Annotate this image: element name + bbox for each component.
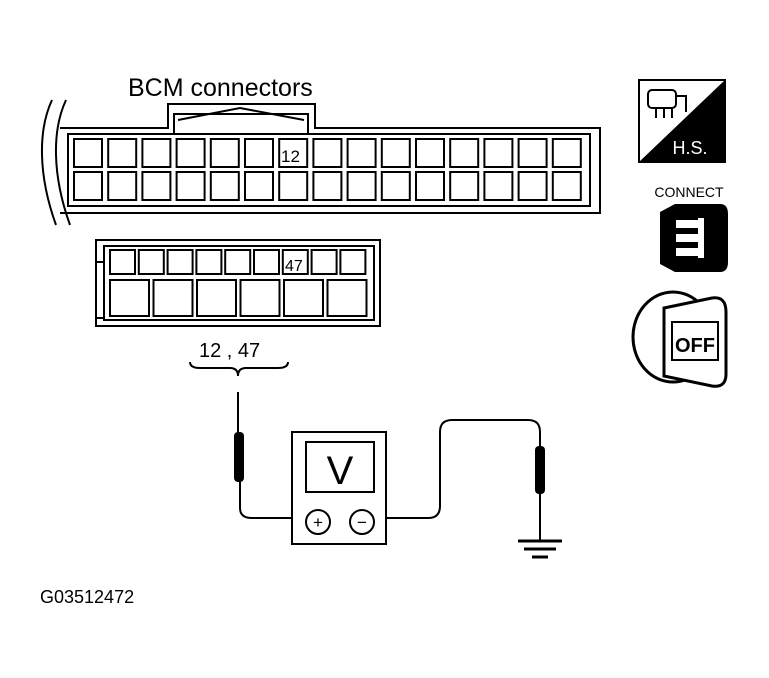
pin-label-47: 47 — [285, 258, 303, 275]
pin-cell — [346, 138, 377, 168]
pin-cell — [137, 249, 165, 275]
harness-side-icon: H.S. — [638, 79, 726, 163]
pin-cell — [73, 138, 103, 168]
minus-terminal-icon — [349, 509, 375, 535]
diagram-title: BCM connectors — [128, 74, 313, 102]
pin-cell — [483, 171, 514, 201]
bcm-connector-lower — [95, 239, 381, 327]
upper-pin-cells — [73, 138, 582, 201]
pin-cell — [175, 171, 206, 201]
pin-cell — [73, 171, 103, 201]
harness-side-label: H.S. — [672, 138, 707, 158]
pin-cell — [152, 279, 194, 317]
pin-cell — [196, 279, 237, 317]
figure-id: G03512472 — [40, 587, 134, 607]
pin-cell — [483, 138, 514, 168]
positive-probe — [234, 392, 300, 519]
pin-cell — [312, 171, 343, 201]
pin-cell — [175, 138, 206, 168]
pin-cell — [209, 171, 240, 201]
ground-icon — [518, 539, 562, 559]
brace — [189, 361, 289, 377]
pin-cell — [283, 279, 324, 317]
pin-cell — [326, 279, 368, 317]
plus-terminal-icon — [305, 509, 331, 535]
pin-cell — [517, 138, 548, 168]
pin-cell — [415, 171, 445, 201]
pin-cell — [380, 171, 411, 201]
probe-pin-callout: 12 , 47 — [199, 340, 260, 362]
pin-cell — [281, 249, 309, 275]
pin-cell — [224, 249, 252, 275]
pin-cell — [551, 138, 582, 168]
ignition-key-off-icon — [631, 290, 728, 388]
pin-cell — [107, 171, 138, 201]
pin-cell — [244, 138, 274, 168]
pin-cell — [346, 171, 377, 201]
pin-cell — [244, 171, 274, 201]
pin-cell — [415, 138, 445, 168]
bcm-connector-upper — [41, 99, 601, 226]
pin-cell — [517, 171, 548, 201]
pin-cell — [239, 279, 281, 317]
pin-cell — [107, 138, 138, 168]
pin-cell — [141, 171, 172, 201]
pin-cell — [278, 138, 309, 168]
pin-cell — [195, 249, 223, 275]
pin-cell — [166, 249, 194, 275]
pin-cell — [449, 171, 480, 201]
pin-cell — [339, 249, 367, 275]
pin-cell — [312, 138, 343, 168]
pin-cell — [449, 138, 480, 168]
pin-cell — [109, 279, 150, 317]
lower-pin-cells — [109, 249, 368, 317]
voltmeter: V + − — [291, 431, 387, 545]
pin-cell — [310, 249, 338, 275]
connect-label: CONNECT — [654, 184, 724, 200]
pin-cell — [141, 138, 172, 168]
pin-cell — [253, 249, 280, 275]
pin-label-12: 12 — [281, 147, 300, 166]
negative-probe — [386, 419, 545, 540]
minus-sign: − — [357, 513, 367, 532]
pin-cell — [551, 171, 582, 201]
pin-cell — [209, 138, 240, 168]
connector-connect-icon — [660, 204, 728, 272]
meter-display: V — [327, 449, 354, 493]
ignition-off-label: OFF — [675, 335, 715, 357]
plus-sign: + — [313, 513, 323, 532]
pin-cell — [109, 249, 136, 275]
pin-cell — [278, 171, 309, 201]
pin-cell — [380, 138, 411, 168]
